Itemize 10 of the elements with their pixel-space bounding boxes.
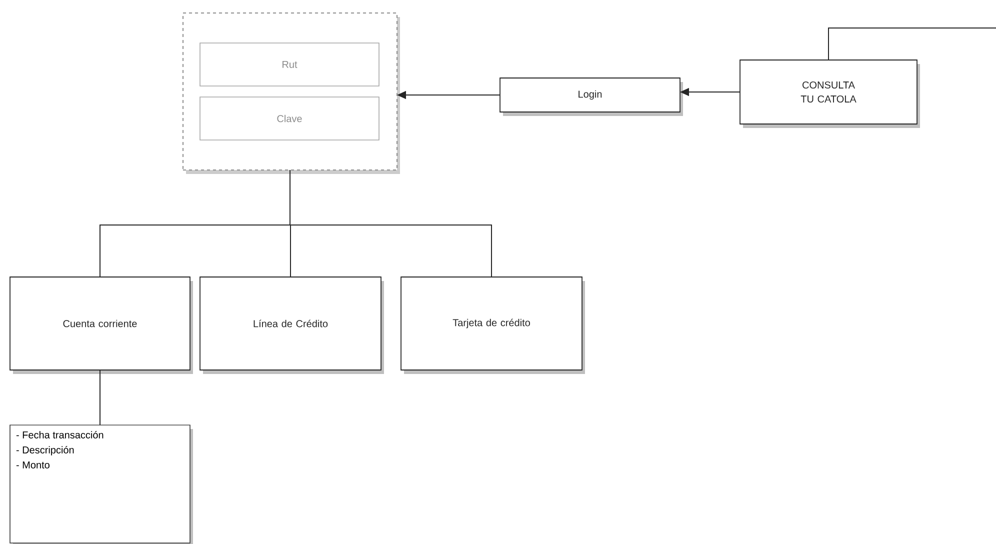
process-box: Cuenta corriente [10,276,193,374]
list-box: - Fecha transacción - Descripción - Monto [10,424,193,544]
input-field: Clave [200,96,380,140]
input-field: Rut [200,42,380,86]
connector [828,28,996,60]
process-box: Tarjeta de crédito [400,276,585,374]
process-box: Login [500,78,683,116]
connector [290,170,492,278]
process-box: Línea de Crédito [200,276,384,374]
process-box: CONSULTA TU CATOLA [740,60,920,128]
